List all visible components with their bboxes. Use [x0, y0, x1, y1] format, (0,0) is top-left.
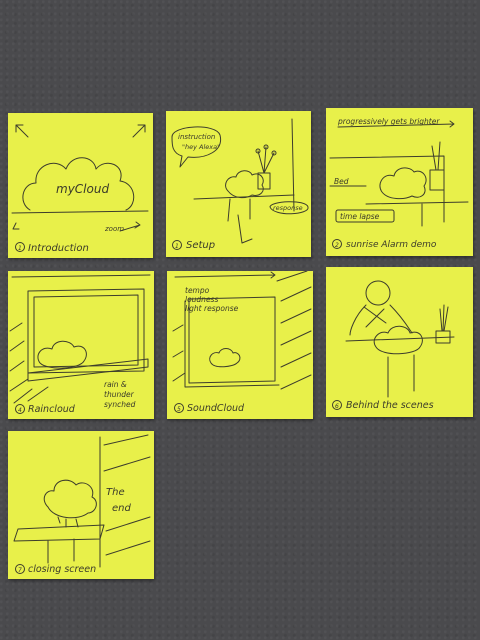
note-number: 5	[177, 406, 181, 413]
note-caption: Introduction	[28, 243, 89, 254]
light-response-label: light response	[185, 304, 239, 313]
sticky-note-closing-screen: The end 7 closing screen	[8, 431, 154, 579]
note-caption: sunrise Alarm demo	[346, 240, 437, 250]
hey-alexa-label: "hey Alexa"	[182, 143, 220, 151]
sticky-note-raincloud: rain & thunder synched 4 Raincloud	[8, 271, 154, 419]
rain-label: rain &	[104, 380, 127, 389]
note-2-sketch: instruction "hey Alexa" response 1 Setup	[171, 118, 309, 251]
note-number: 2	[335, 242, 339, 249]
note-4-sketch: rain & thunder synched 4 Raincloud	[9, 274, 151, 415]
thunder-label: thunder	[104, 390, 135, 399]
note-number: 1	[175, 243, 179, 250]
end-label: end	[112, 503, 131, 514]
note-caption: Behind the scenes	[346, 400, 434, 411]
tempo-label: tempo	[185, 286, 210, 295]
logo-label: myCloud	[56, 182, 109, 196]
note-caption: closing screen	[28, 564, 96, 575]
sticky-note-soundcloud: tempo loudness light response 5 SoundClo…	[167, 271, 313, 419]
bed-label: Bed	[334, 177, 349, 186]
sticky-note-setup: instruction "hey Alexa" response 1 Setup	[166, 111, 311, 257]
synched-label: synched	[104, 400, 136, 409]
time-lapse-label: time lapse	[340, 212, 380, 221]
note-1-sketch: myCloud zoom 1 Introduction	[11, 124, 149, 254]
note-5-sketch: tempo loudness light response 5 SoundClo…	[172, 271, 312, 414]
note-number: 4	[18, 407, 22, 414]
sticky-note-behind-the-scenes: 6 Behind the scenes	[326, 267, 473, 417]
the-label: The	[106, 487, 125, 498]
note-number: 7	[18, 567, 22, 574]
brighter-label: progressively gets brighter	[337, 117, 440, 126]
note-7-sketch: The end 7 closing screen	[13, 434, 151, 575]
note-caption: Raincloud	[28, 404, 76, 415]
note-6-sketch: 6 Behind the scenes	[332, 280, 455, 411]
instruction-label: instruction	[178, 133, 215, 141]
sticky-note-introduction: myCloud zoom 1 Introduction	[8, 113, 153, 258]
zoom-label: zoom	[104, 225, 124, 233]
sticky-note-sunrise-alarm: progressively gets brighter Bed time lap…	[326, 108, 473, 256]
note-3-sketch: progressively gets brighter Bed time lap…	[329, 117, 469, 250]
note-number: 1	[18, 245, 22, 252]
response-label: response	[273, 204, 303, 212]
note-number: 6	[335, 403, 339, 410]
note-caption: SoundCloud	[187, 403, 245, 414]
note-caption: Setup	[186, 240, 215, 251]
loudness-label: loudness	[185, 295, 218, 304]
